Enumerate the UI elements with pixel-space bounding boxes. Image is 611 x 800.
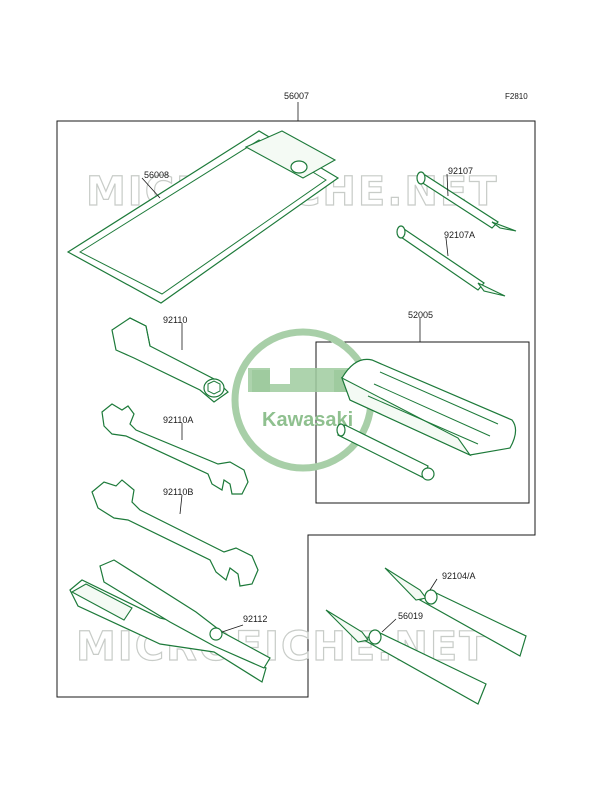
leader-92107 xyxy=(446,173,449,197)
label-92107a: 92107A xyxy=(444,230,475,240)
screwdriver-92107 xyxy=(416,171,517,232)
label-92110a: 92110A xyxy=(163,415,193,425)
label-92112: 92112 xyxy=(243,614,267,624)
box-spanner xyxy=(111,317,229,403)
pliers xyxy=(69,559,271,683)
tool-bag xyxy=(66,130,340,304)
label-92110b: 92110B xyxy=(163,487,193,497)
label-92110: 92110 xyxy=(163,315,187,325)
label-56008: 56008 xyxy=(144,170,169,180)
label-56019: 56019 xyxy=(398,611,423,621)
kit-frame xyxy=(56,120,536,698)
wrench-92110b xyxy=(91,479,259,587)
leader-56019 xyxy=(381,618,397,633)
label-92104a: 92104/A xyxy=(442,571,476,581)
leader-92112 xyxy=(221,624,244,633)
label-92107: 92107 xyxy=(448,166,473,176)
wrench-92110a xyxy=(101,403,249,495)
tube-92104a xyxy=(384,567,527,657)
label-56007: 56007 xyxy=(284,91,309,101)
leader-56008 xyxy=(141,177,161,199)
pouch-52005 xyxy=(336,358,517,481)
label-52005: 52005 xyxy=(408,310,433,320)
kawasaki-logo-text: Kawasaki xyxy=(262,409,353,431)
leader-92107a xyxy=(445,237,449,257)
leader-92104a xyxy=(429,578,438,591)
screwdriver-92107a xyxy=(396,225,506,297)
diagram-ref-code: F2810 xyxy=(505,92,528,101)
pouch-box xyxy=(315,341,530,504)
leader-92110b xyxy=(179,494,183,515)
tube-56019 xyxy=(325,609,487,705)
